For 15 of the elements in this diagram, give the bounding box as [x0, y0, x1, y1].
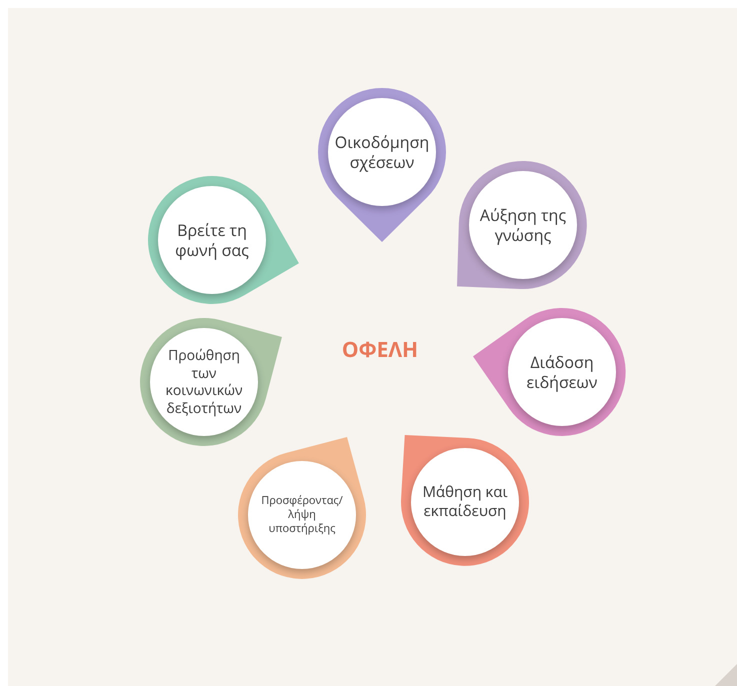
badge-text: Αύξηση της γνώσης [478, 205, 568, 245]
badge-text: Διάδοση ειδήσεων [526, 352, 598, 392]
badge-text: Βρείτε τη φωνή σας [174, 220, 250, 260]
teardrop-badge [148, 176, 299, 304]
teardrop-badge [318, 88, 446, 242]
teardrop-badge [140, 318, 282, 446]
teardrop-badge [473, 308, 626, 436]
badge-text: Οικοδόμηση σχέσεων [334, 132, 430, 172]
badge-text: Προώθηση των κοινωνικών δεξιοτήτων [164, 347, 244, 417]
teardrop-badge [238, 437, 366, 579]
badge-text: Μάθηση και εκπαίδευση [421, 483, 509, 521]
teardrop-badge [401, 435, 529, 566]
teardrop-badge [457, 161, 587, 289]
center-title: ΟΦΕΛΗ [340, 335, 420, 366]
badge-text: Προσφέροντας/ λήψη υποστήριξης [260, 494, 344, 536]
